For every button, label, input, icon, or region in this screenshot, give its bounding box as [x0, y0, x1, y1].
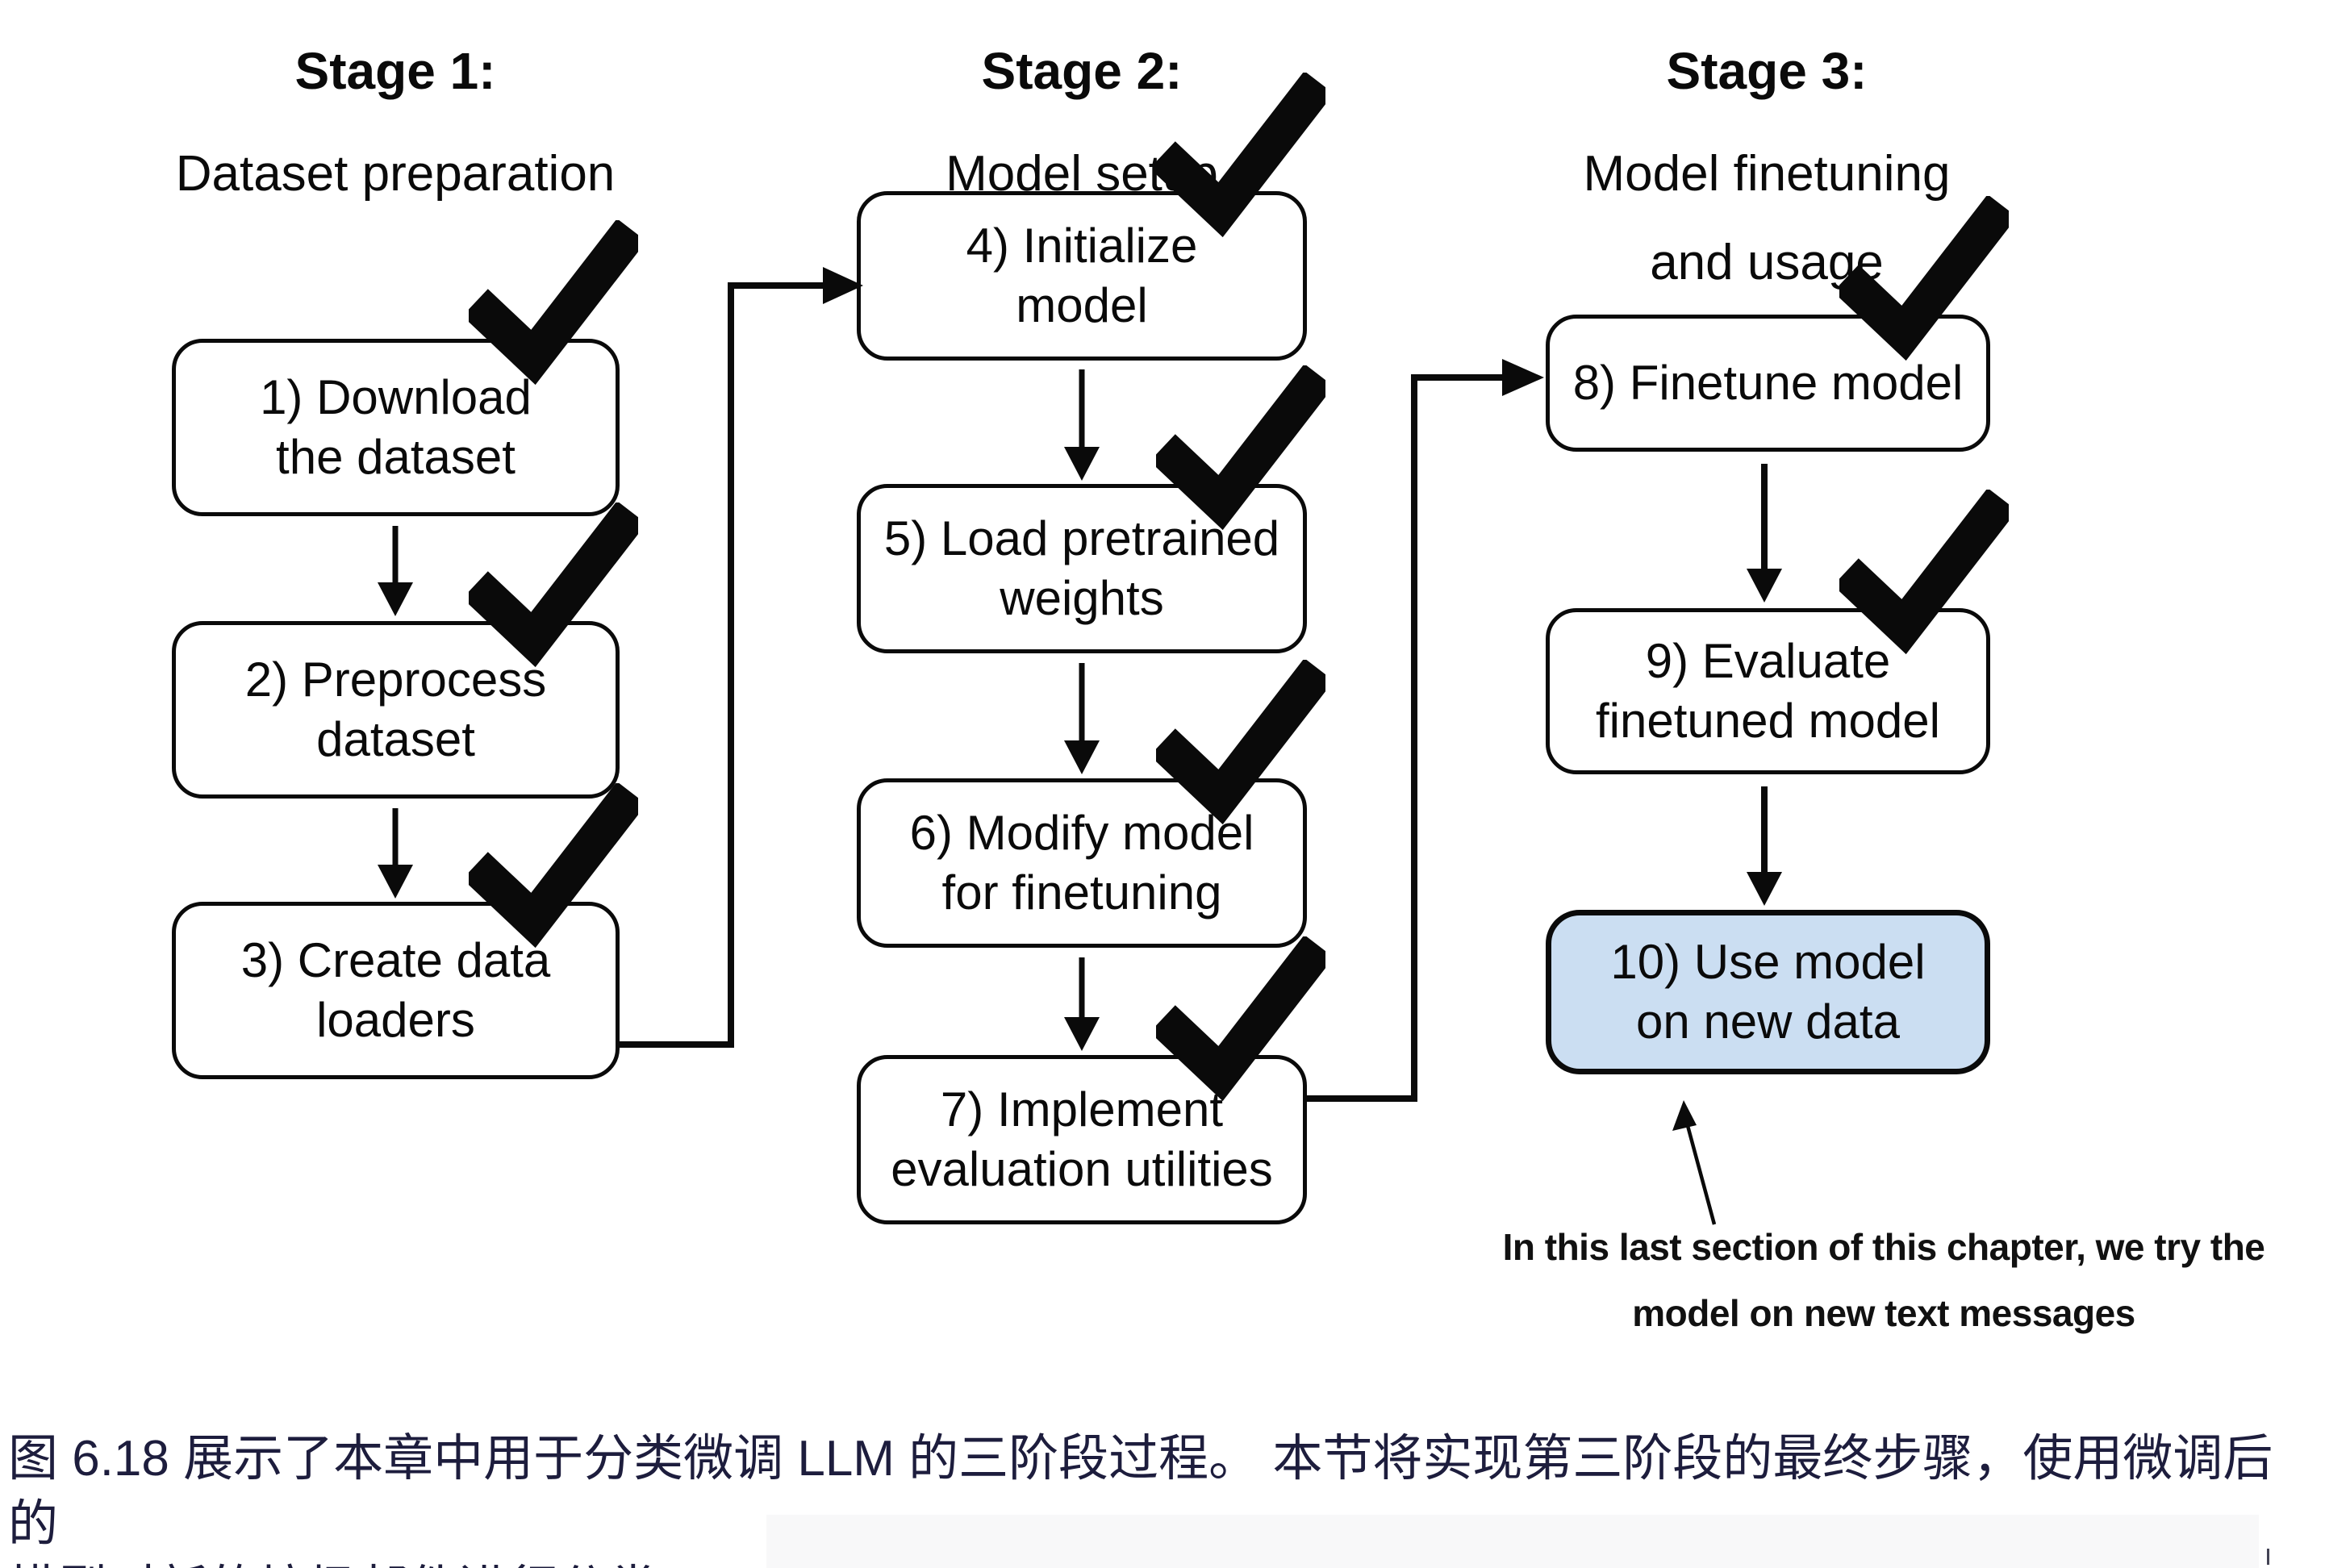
bottom-overlay-band: [766, 1515, 2259, 1568]
step-3-label: 3) Create data loaders: [240, 933, 551, 1047]
step-5-label: 5) Load pretrained weights: [883, 511, 1280, 625]
elbow-connector-stage1-to-stage2: [620, 267, 863, 1048]
stage-3-title: Stage 3:: [1666, 42, 1868, 100]
step-8-label: 8) Finetune model: [1572, 356, 1964, 410]
step-3-box: 3) Create data loaders: [172, 783, 638, 1079]
arrow-down-icon: [1747, 786, 1782, 906]
step-4-label: 4) Initialize model: [966, 219, 1198, 332]
step-4-box: 4) Initialize model: [857, 73, 1325, 361]
stage-2-title: Stage 2:: [981, 42, 1183, 100]
stage-3-subtitle: Model finetuning and usage: [1583, 146, 1951, 290]
elbow-connector-stage2-to-stage3: [1307, 359, 1544, 1102]
arrow-down-icon: [1064, 663, 1100, 774]
step-6-label: 6) Modify model for finetuning: [909, 806, 1254, 920]
stage-1-title: Stage 1:: [294, 42, 496, 100]
step-9-box: 9) Evaluate finetuned model: [1546, 490, 2009, 774]
arrow-down-icon: [1747, 464, 1782, 603]
step-7-box: 7) Implement evaluation utilities: [857, 936, 1325, 1224]
annotation-note: In this last section of this chapter, we…: [1502, 1226, 2265, 1334]
step-8-box: 8) Finetune model: [1546, 196, 2009, 452]
annotation-arrow-icon: [1672, 1100, 1717, 1225]
arrow-down-icon: [378, 808, 413, 899]
figure-caption: 图 6.18 展示了本章中用于分类微调 LLM 的三阶段过程。 本节将实现第三阶…: [8, 1431, 2273, 1568]
arrow-down-icon: [1064, 369, 1100, 481]
step-10-label: 10) Use model on new data: [1610, 935, 1926, 1049]
stage-1-subtitle: Dataset preparation: [175, 146, 616, 202]
stage-3-header: Stage 3: Model finetuning and usage: [1484, 12, 2049, 322]
step-5-box: 5) Load pretrained weights: [857, 365, 1325, 653]
step-7-label: 7) Implement evaluation utilities: [891, 1082, 1273, 1196]
step-1-box: 1) Download the dataset: [172, 220, 638, 516]
arrow-down-icon: [378, 526, 413, 616]
arrow-down-icon: [1064, 957, 1100, 1051]
step-2-label: 2) Preprocess dataset: [244, 653, 547, 766]
step-6-box: 6) Modify model for finetuning: [857, 660, 1325, 948]
stage-1-header: Stage 1: Dataset preparation: [113, 12, 678, 233]
step-2-box: 2) Preprocess dataset: [172, 503, 638, 799]
step-10-box-highlighted: 10) Use model on new data: [1546, 910, 1990, 1074]
text-cursor: [2267, 1549, 2269, 1565]
step-9-label: 9) Evaluate finetuned model: [1596, 634, 1940, 748]
step-1-label: 1) Download the dataset: [260, 370, 532, 484]
